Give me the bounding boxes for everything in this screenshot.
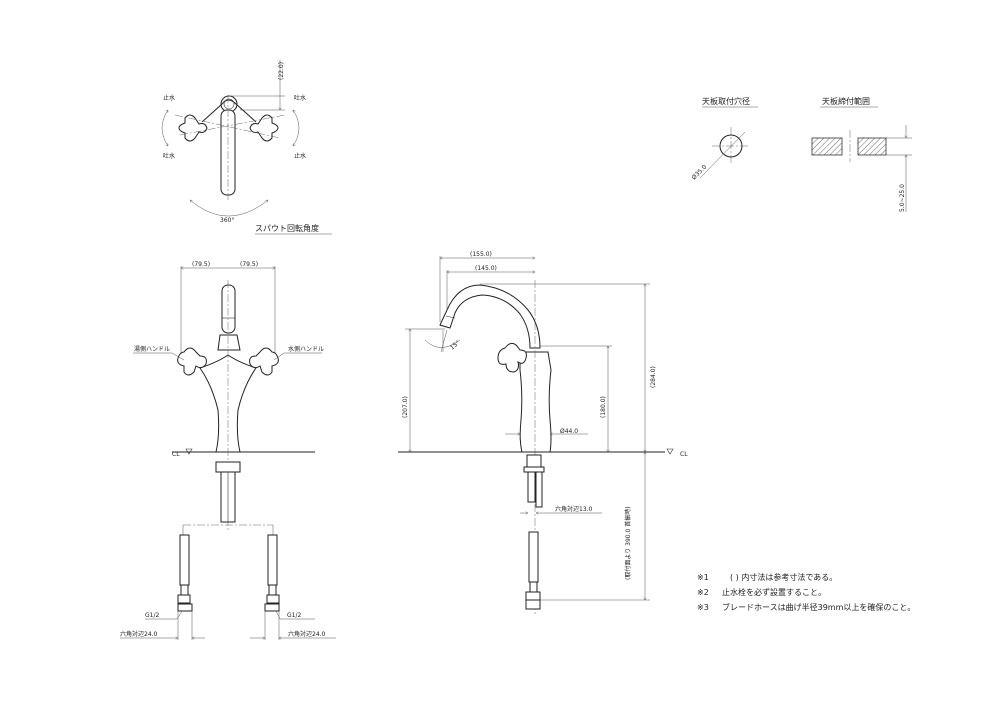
note-3-mark: ※3: [697, 603, 709, 612]
spout-angle: 15°: [449, 339, 462, 351]
clamp-range: 5.0~25.0: [899, 184, 906, 212]
dim-145: (145.0): [475, 265, 497, 272]
dia-44: Ø44.0: [560, 428, 578, 435]
note-1-text: ( ) 内寸法は参考寸法である。: [730, 572, 837, 582]
dim-390: (取付面より 390.0 首振時): [624, 506, 632, 580]
notes: ※1 ( ) 内寸法は参考寸法である。 ※2 止水栓を必ず設置すること。 ※3 …: [697, 572, 915, 612]
hose-right: [264, 534, 280, 612]
hole-detail-title: 天板取付穴径: [702, 96, 750, 106]
handle-left-icon: [178, 114, 208, 142]
handle-right-icon: [249, 114, 279, 142]
note-1-mark: ※1: [697, 573, 709, 582]
clamp-detail-title: 天板締付範囲: [822, 96, 870, 106]
note-2-mark: ※2: [697, 588, 709, 597]
hex-24-left: 六角対辺24.0: [120, 630, 158, 638]
dim-180: (180.0): [600, 396, 607, 418]
dim-207: (207.0): [402, 396, 409, 418]
hex-13: 六角対辺13.0: [555, 505, 593, 513]
dim-155: (155.0): [470, 251, 492, 258]
note-2-text: 止水栓を必ず設置すること。: [722, 587, 826, 597]
dim-284: (284.0): [650, 366, 657, 388]
dim-79-5-right: (79.5): [240, 261, 258, 268]
cl-label-side: CL: [680, 451, 688, 458]
thread-left: G1/2: [145, 612, 159, 619]
label-flow-right: 吐水: [294, 94, 306, 102]
dim-22: (22.0): [278, 62, 285, 80]
front-view: (79.5) (79.5) 湯側ハンドル 水側ハンドル CL: [120, 261, 336, 640]
hex-24-right: 六角対辺24.0: [288, 630, 326, 638]
note-3-text: ブレードホースは曲げ半径39mm以上を確保のこと。: [722, 602, 915, 612]
dim-79-5-left: (79.5): [192, 261, 210, 268]
top-view: (22.0) 止水 吐水 吐水 止水 360° スパウト回転角度: [161, 60, 332, 235]
cl-label-front: CL: [172, 451, 180, 458]
clamp-detail: 天板締付範囲 5.0~25.0: [811, 96, 912, 212]
thread-right: G1/2: [287, 612, 301, 619]
hose-left: [177, 534, 193, 612]
rotation-angle: 360°: [220, 217, 234, 224]
label-stop-right: 止水: [294, 152, 306, 160]
hot-handle-label: 湯側ハンドル: [134, 345, 170, 353]
spout-rotation-caption: スパウト回転角度: [255, 223, 319, 233]
cold-handle-label: 水側ハンドル: [288, 345, 324, 353]
hole-detail: 天板取付穴径 Ø35.0: [690, 96, 758, 181]
side-view: (155.0) (145.0) (284.0) (180.0) (207.0) …: [398, 251, 688, 615]
label-stop-left: 止水: [163, 94, 175, 102]
label-flow-left: 吐水: [163, 152, 175, 160]
